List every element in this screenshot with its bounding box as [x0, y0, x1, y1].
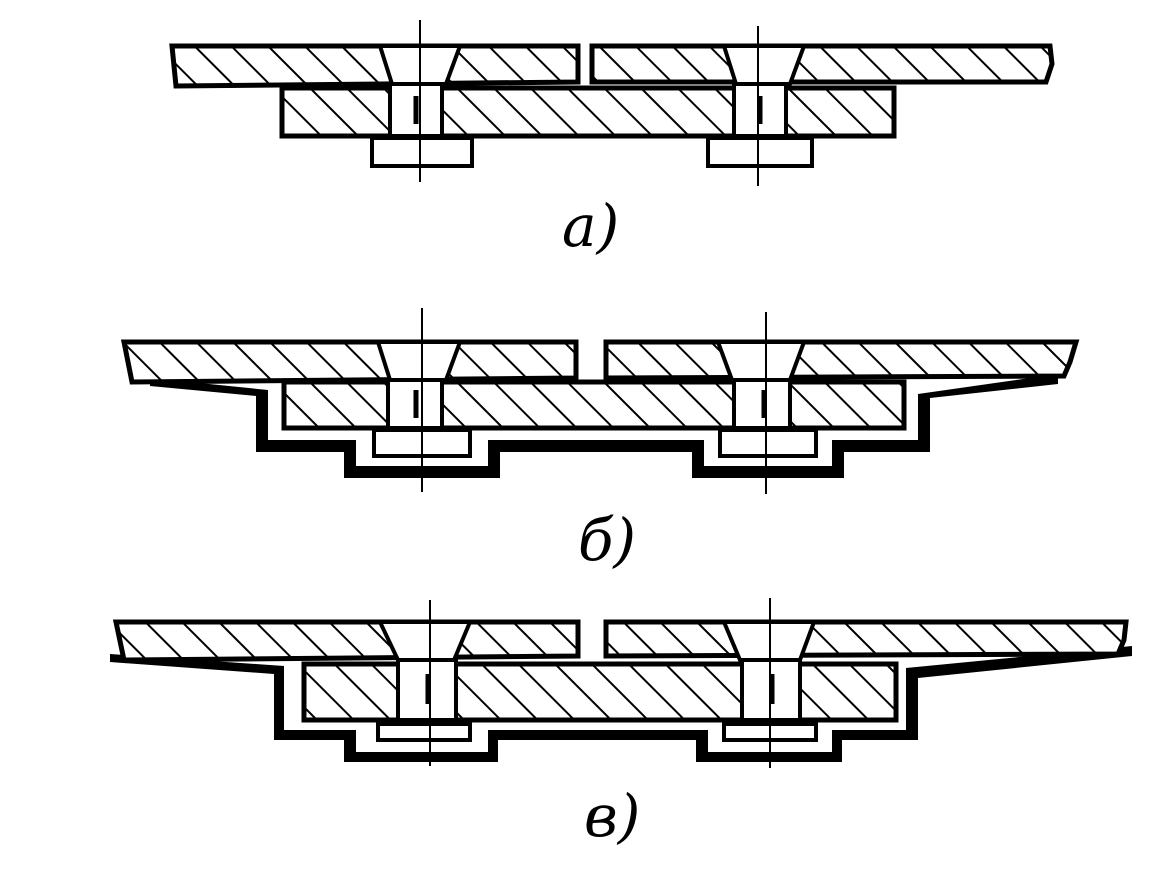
- countersink-left-b: [375, 340, 463, 382]
- nut-left-a: [370, 136, 474, 168]
- joint-variant-c: в): [110, 598, 1132, 850]
- sealant-layer-c: [110, 646, 1132, 762]
- top-sheet-right-c: [603, 619, 1129, 659]
- top-sheet-right-a: [589, 43, 1055, 85]
- nut-right-a: [706, 136, 814, 168]
- countersink-right-b: [715, 340, 807, 382]
- caption-b: б): [578, 506, 636, 574]
- countersink-left-c: [376, 620, 474, 662]
- nut-left-c: [376, 722, 472, 742]
- top-sheet-left-a: [169, 43, 581, 89]
- top-sheet-left-c: [112, 619, 581, 663]
- backing-strap-c: [301, 661, 899, 723]
- nut-right-b: [718, 428, 818, 458]
- caption-c: в): [584, 782, 640, 850]
- joint-variant-b: б): [120, 308, 1080, 574]
- top-sheet-right-b: [603, 339, 1080, 381]
- joint-variant-a: a): [169, 20, 1055, 260]
- top-sheet-left-b: [120, 339, 579, 385]
- backing-strap-a: [279, 85, 897, 139]
- countersink-right-a: [721, 44, 807, 86]
- caption-a: a): [562, 192, 619, 260]
- backing-strap-b: [281, 379, 907, 431]
